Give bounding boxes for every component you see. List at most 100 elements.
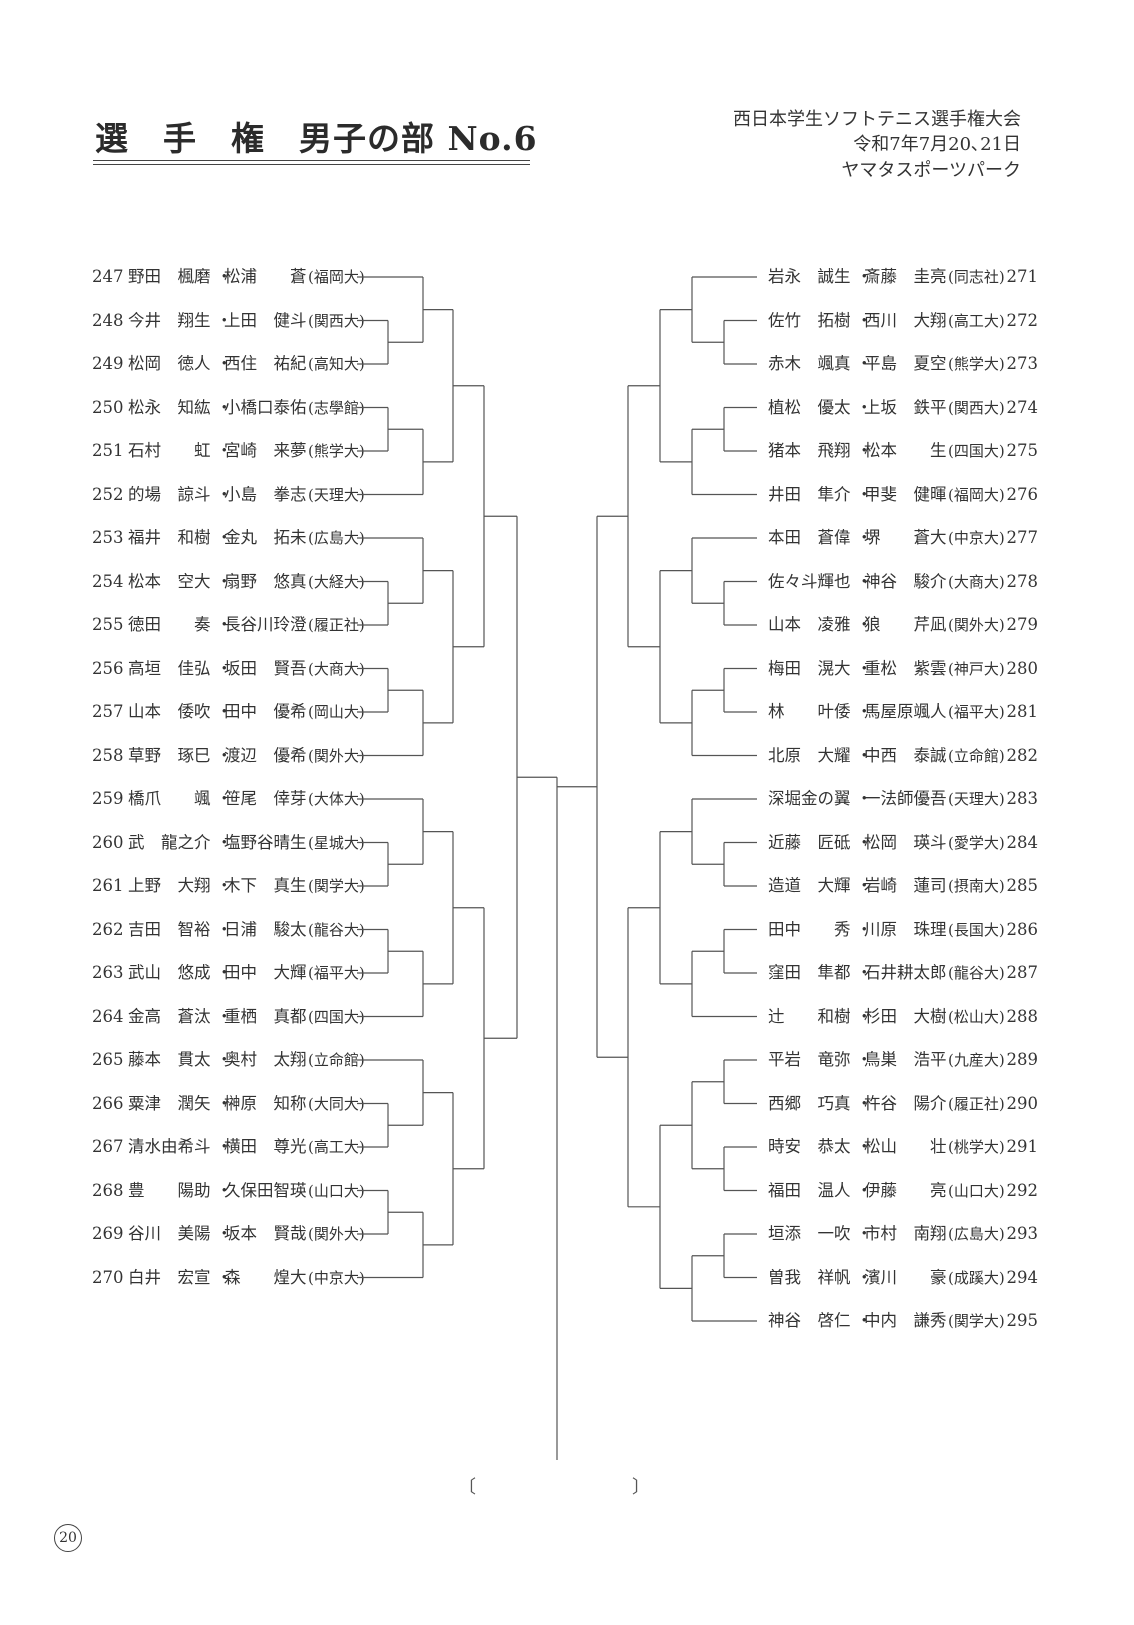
player-one: 本田 蒼偉: [768, 528, 851, 547]
player-two: 鳥巣 浩平: [864, 1050, 947, 1069]
school-name: (山口大): [948, 1181, 1005, 1200]
entry-number: 277: [1006, 528, 1039, 547]
player-one: 山本 凌雅: [768, 615, 851, 634]
entry-number: 256: [92, 658, 124, 678]
player-two: 笹尾 倖芽: [224, 789, 307, 808]
player-two: 上田 健斗: [224, 310, 307, 330]
school-name: (桃学大): [948, 1138, 1005, 1156]
player-one: 辻 和樹: [768, 1006, 851, 1026]
entry-number: 274: [1006, 397, 1039, 417]
draw-entry: 植松 優太・上坂 鉄平(関西大)274: [768, 396, 1038, 420]
entry-number: 247: [92, 267, 124, 286]
entry-number: 278: [1006, 571, 1039, 591]
entry-number: 270: [92, 1267, 124, 1287]
title-underline: [93, 160, 530, 161]
player-two: 松本 生: [864, 441, 947, 460]
player-two: 神谷 駿介: [864, 571, 947, 591]
entry-number: 280: [1006, 658, 1039, 678]
school-name: (星城大): [308, 833, 365, 852]
draw-entry: 近藤 匠砥・松岡 瑛斗(愛学大)284: [768, 831, 1038, 855]
school-name: (関西大): [308, 311, 365, 330]
entry-number: 258: [92, 745, 124, 765]
player-two: 中内 謙秀: [864, 1311, 947, 1330]
entry-number: 276: [1006, 484, 1039, 504]
school-name: (高知大): [308, 355, 365, 373]
player-two: 森 煌大: [224, 1267, 307, 1287]
school-name: (大体大): [308, 790, 365, 808]
player-one: 徳田 奏: [128, 615, 211, 634]
school-name: (長国大): [948, 920, 1005, 939]
player-two: 重栖 真都: [224, 1006, 307, 1026]
draw-entry: 井田 隼介・甲斐 健暉(福岡大)276: [768, 483, 1038, 507]
player-one: 金高 蒼汰: [128, 1006, 211, 1026]
draw-entry: 時安 恭太・松山 壮(桃学大)291: [768, 1135, 1038, 1159]
player-two: 堺 蒼大: [864, 528, 947, 547]
entry-number: 275: [1006, 441, 1039, 460]
player-one: 植松 優太: [768, 397, 851, 417]
player-one: 野田 楓磨: [128, 267, 211, 286]
draw-entry: 山本 凌雅・狼 芹凪(関外大)279: [768, 613, 1038, 637]
school-name: (四国大): [308, 1007, 365, 1026]
school-name: (中京大): [948, 529, 1005, 547]
player-one: 時安 恭太: [768, 1137, 851, 1156]
player-one: 松本 空大: [128, 571, 211, 591]
player-one: 谷川 美陽: [128, 1224, 211, 1243]
draw-entry: 福田 温人・伊藤 亮(山口大)292: [768, 1179, 1038, 1203]
player-one: 赤木 颯真: [768, 354, 851, 373]
tournament-name: 西日本学生ソフトテニス選手権大会: [733, 109, 1021, 130]
player-two: 塩野谷晴生: [224, 832, 307, 852]
draw-entry: 赤木 颯真・平島 夏空(熊学大)273: [768, 352, 1038, 376]
page-title: 選 手 権 男子の部 No.6: [95, 119, 538, 158]
entry-number: 272: [1006, 310, 1039, 330]
player-two: 小橋口泰佑: [224, 397, 307, 417]
entry-number: 283: [1006, 789, 1039, 808]
player-two: 斎藤 圭亮: [864, 267, 947, 286]
player-one: 造道 大輝: [768, 876, 851, 895]
school-name: (高工大): [308, 1138, 365, 1156]
player-two: 渡辺 優希: [224, 745, 307, 765]
draw-entry: 岩永 誠生・斎藤 圭亮(同志社)271: [768, 265, 1038, 289]
entry-number: 268: [92, 1180, 124, 1200]
draw-entry: 本田 蒼偉・堺 蒼大(中京大)277: [768, 526, 1038, 550]
player-two: 杉田 大樹: [864, 1006, 947, 1026]
player-two: 坂本 賢哉: [224, 1224, 307, 1243]
player-one: 井田 隼介: [768, 484, 851, 504]
entry-number: 264: [92, 1006, 124, 1026]
player-two: 濱川 豪: [864, 1267, 947, 1287]
entry-number: 255: [92, 615, 124, 634]
entry-number: 253: [92, 528, 124, 547]
player-two: 宮崎 来夢: [224, 441, 307, 460]
entry-number: 271: [1006, 267, 1039, 286]
entry-number: 293: [1006, 1224, 1039, 1243]
player-one: 佐竹 拓樹: [768, 310, 851, 330]
player-two: 田中 優希: [224, 702, 307, 721]
player-one: 豊 陽助: [128, 1180, 211, 1200]
school-name: (立命館): [948, 746, 1005, 765]
player-two: 扇野 悠真: [224, 571, 307, 591]
draw-entry: 深堀金の翼・一法師優吾(天理大)283: [768, 787, 1038, 811]
player-one: 粟津 潤矢: [128, 1093, 211, 1113]
entry-number: 248: [92, 310, 124, 330]
footer-bracket-open: 〔: [458, 1477, 476, 1498]
player-one: 清水由希斗: [128, 1137, 211, 1156]
school-name: (四国大): [948, 442, 1005, 460]
page-number: 20: [54, 1524, 82, 1552]
player-one: 武 龍之介: [128, 832, 211, 852]
player-one: 松永 知紘: [128, 397, 211, 417]
player-one: 吉田 智裕: [128, 919, 211, 939]
draw-entry: 田中 秀・川原 珠理(長国大)286: [768, 918, 1038, 942]
school-name: (九産大): [948, 1051, 1005, 1069]
entry-number: 269: [92, 1224, 124, 1243]
title-underline-secondary: [93, 164, 530, 165]
